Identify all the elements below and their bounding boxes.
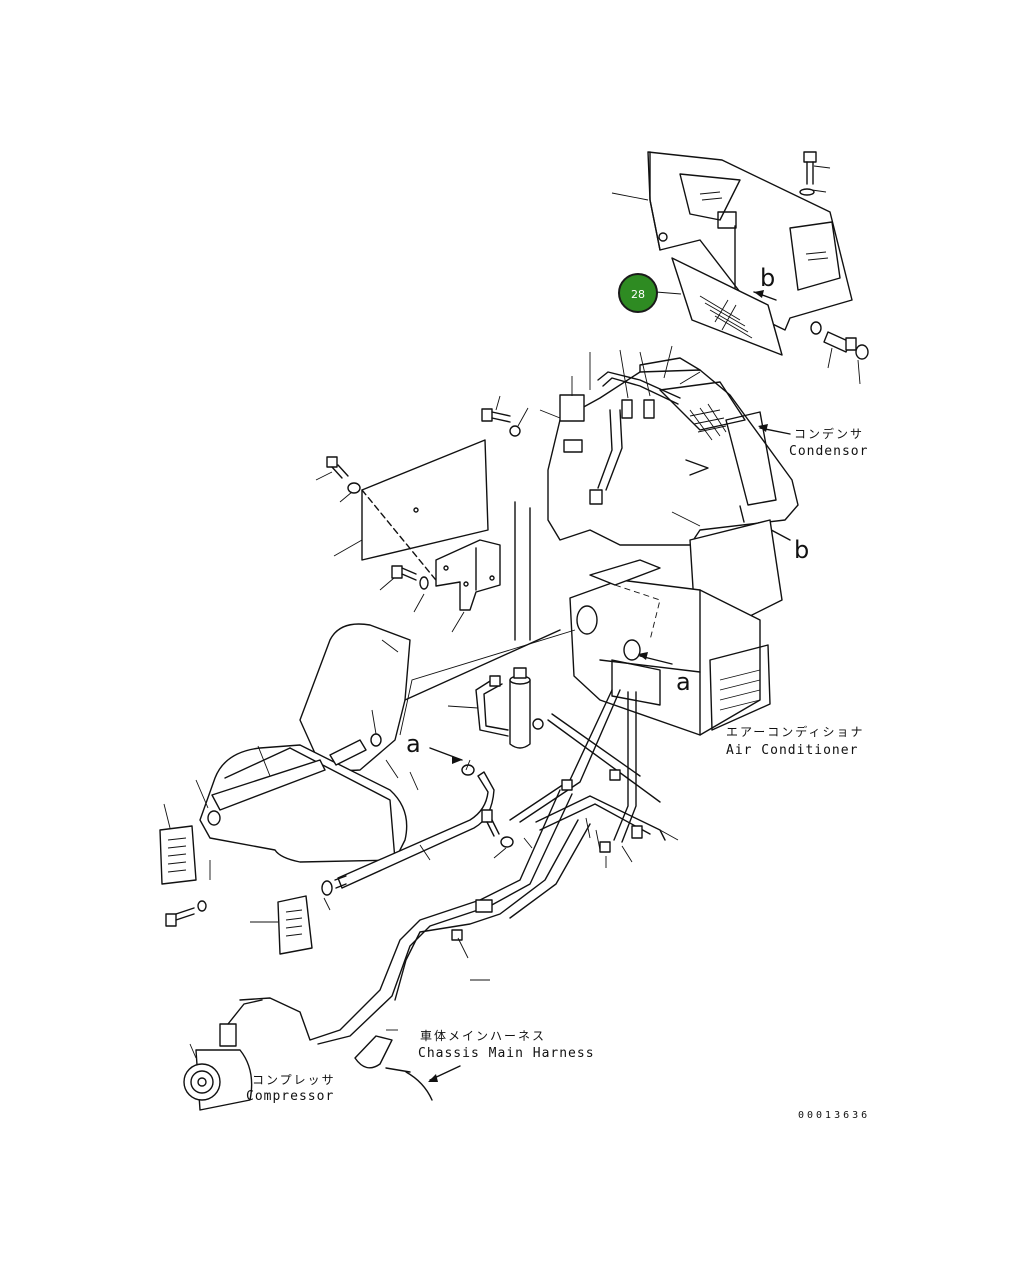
condenser-hose-fittings (539, 345, 701, 505)
condenser-assembly (547, 357, 799, 546)
compressor-label-jp: コンプレッサ (252, 1073, 336, 1087)
chassis-main-harness: 車体メインハーネス Chassis Main Harness (354, 1029, 595, 1101)
view-letter-a-upper: a (676, 668, 691, 696)
duct-outlet-right (250, 895, 313, 955)
hose-cover-upper (195, 709, 419, 809)
view-mark-a-upper: a (638, 652, 691, 696)
callout-28-marker[interactable]: 28 (618, 273, 682, 313)
duct-outlet-left (159, 803, 197, 885)
cover-plate (671, 257, 783, 356)
compressor: コンプレッサ Compressor (183, 999, 336, 1111)
air-conditioner-label: エアーコンディショナ Air Conditioner (726, 724, 864, 758)
bolt-seat (165, 860, 211, 927)
chassis-harness-label-jp: 車体メインハーネス (420, 1029, 546, 1043)
condenser-label-jp: コンデンサ (794, 426, 864, 441)
bolt-right (810, 321, 869, 385)
view-mark-b-upper: b (753, 264, 777, 301)
heater-hose (207, 759, 495, 911)
receiver-drier (447, 667, 544, 749)
chassis-harness-label-en: Chassis Main Harness (418, 1046, 595, 1061)
callout-28-circle[interactable] (618, 273, 658, 313)
air-conditioner-label-en: Air Conditioner (726, 743, 858, 758)
air-conditioner-label-jp: エアーコンディショナ (726, 724, 864, 739)
bracket (435, 539, 501, 611)
bolt-condenser-left (481, 395, 529, 437)
seat-cushion (199, 744, 408, 863)
support-pipe (514, 501, 531, 641)
bolt-bracket (379, 565, 465, 633)
bolt-panel-left (315, 456, 361, 503)
view-letter-b-upper: b (760, 264, 775, 292)
bolt-top (799, 151, 831, 196)
side-panel-left (333, 439, 489, 586)
ac-hose-to-seat (399, 629, 576, 736)
condenser-label: コンデンサ Condensor (758, 424, 868, 459)
view-letter-a-lower: a (406, 730, 421, 758)
callout-28-number[interactable]: 28 (631, 288, 645, 301)
compressor-label-en: Compressor (246, 1089, 334, 1104)
catalog-number: 00013636 (798, 1110, 870, 1121)
refrigerant-hoses (239, 689, 679, 1045)
condenser-label-en: Condensor (789, 444, 868, 459)
view-mark-a-lower: a (406, 730, 463, 764)
view-letter-b-lower: b (794, 536, 809, 564)
condenser-cover (611, 151, 853, 331)
bolt-hose-clamp (481, 809, 533, 859)
